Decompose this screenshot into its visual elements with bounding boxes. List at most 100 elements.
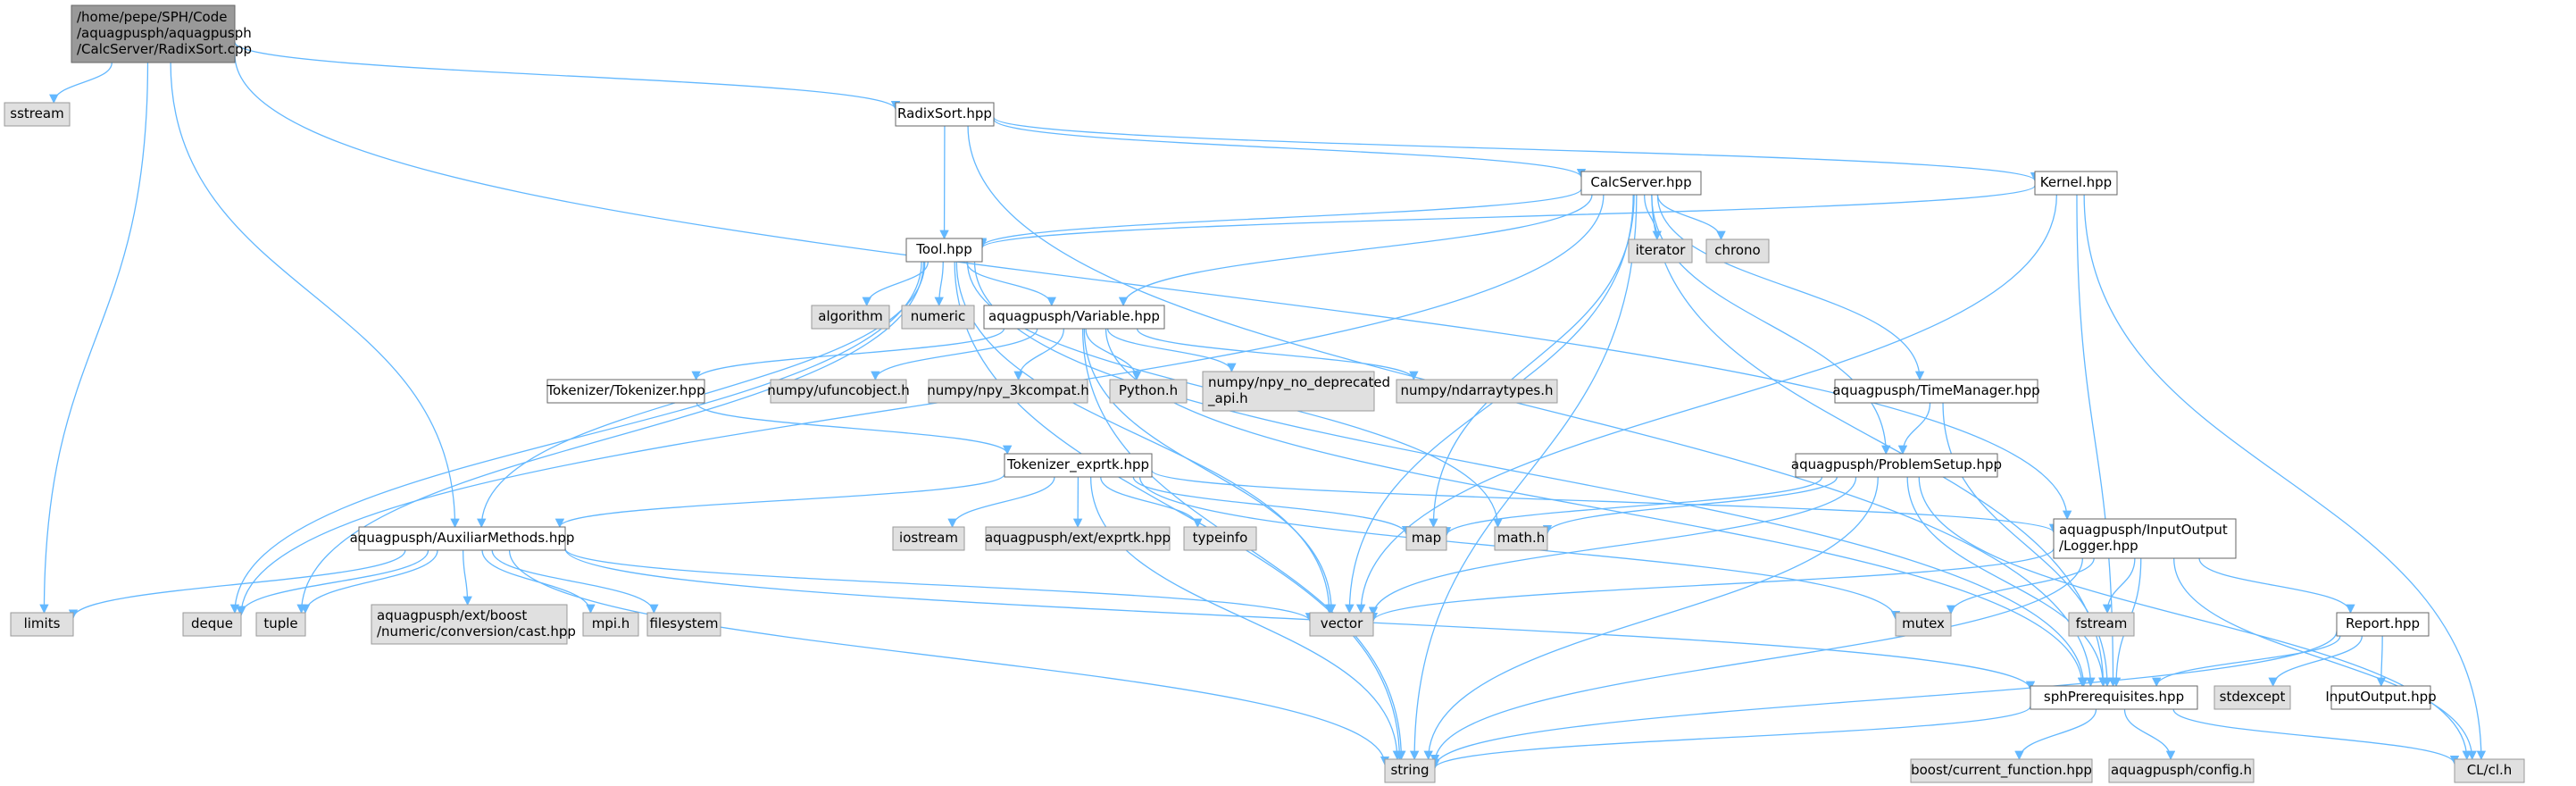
node-stdexcept: stdexcept: [2213, 685, 2291, 710]
node-iostream: iostream: [892, 526, 965, 551]
node-box-tool[interactable]: [905, 238, 983, 263]
node-sphprereq[interactable]: sphPrerequisites.hpp: [2030, 685, 2198, 710]
node-label-ndarraytypes-0: numpy/ndarraytypes.h: [1400, 382, 1553, 398]
edge-problemsetup-to-string: [1423, 476, 1879, 761]
edge-root-to-sstream: [49, 62, 113, 105]
node-label-stdexcept-0: stdexcept: [2220, 689, 2286, 705]
node-box-root[interactable]: [71, 4, 236, 63]
edge-exprtk-to-typeinfo: [1100, 476, 1203, 529]
node-fstream: fstream: [2068, 612, 2135, 637]
node-label-tool-0: Tool.hpp: [915, 241, 971, 257]
node-box-logger[interactable]: [2053, 518, 2237, 559]
node-label-calcserver-0: CalcServer.hpp: [1590, 174, 1691, 190]
node-box-map: [1405, 526, 1447, 551]
node-label-timemanager-0: aquagpusph/TimeManager.hpp: [1832, 382, 2039, 398]
node-box-report[interactable]: [2336, 612, 2430, 637]
node-root[interactable]: /home/pepe/SPH/Code/aquagpusph/aquagpusp…: [71, 4, 252, 63]
node-label-tuple-0: tuple: [263, 615, 297, 631]
edge-radixsort-to-sphprereq: [967, 125, 2096, 688]
node-box-extexprtk: [985, 526, 1171, 551]
node-variable[interactable]: aquagpusph/Variable.hpp: [983, 305, 1165, 330]
edge-calcserver-to-deque: [236, 194, 1605, 617]
node-label-tokenizer-0: Tokenizer/Tokenizer.hpp: [546, 382, 704, 398]
edge-report-to-stdexcept: [2268, 635, 2363, 688]
edge-root-to-auxiliar: [170, 62, 460, 529]
node-calcserver[interactable]: CalcServer.hpp: [1580, 171, 1702, 196]
node-exprtk[interactable]: Tokenizer_exprtk.hpp: [1004, 453, 1153, 478]
node-logger[interactable]: aquagpusph/InputOutput/Logger.hpp: [2053, 518, 2237, 559]
node-box-radixsort[interactable]: [895, 102, 995, 127]
edge-layer: [39, 42, 2487, 770]
edge-exprtk-to-logger: [1151, 470, 2058, 534]
node-mutex: mutex: [1895, 612, 1952, 637]
node-box-problemsetup[interactable]: [1795, 453, 1998, 478]
node-chrono: chrono: [1705, 238, 1770, 263]
node-label-limits-0: limits: [24, 615, 61, 631]
node-label-mutex-0: mutex: [1902, 615, 1945, 631]
node-box-chrono: [1705, 238, 1770, 263]
node-label-mathh-0: math.h: [1497, 530, 1545, 546]
edge-variable-to-ufuncobject: [871, 328, 1038, 381]
node-label-variable-0: aquagpusph/Variable.hpp: [988, 308, 1160, 324]
node-box-sphprereq[interactable]: [2030, 685, 2198, 710]
node-box-numeric: [901, 305, 975, 330]
node-timemanager[interactable]: aquagpusph/TimeManager.hpp: [1832, 379, 2040, 404]
node-tuple: tuple: [255, 612, 306, 637]
edge-calcserver-to-problemsetup: [1651, 194, 1891, 456]
node-box-iostream: [892, 526, 965, 551]
node-box-inputoutput[interactable]: [2330, 685, 2431, 710]
node-label-exprtk-0: Tokenizer_exprtk.hpp: [1006, 456, 1149, 473]
node-kernel[interactable]: Kernel.hpp: [2034, 171, 2118, 196]
node-box-config: [2108, 758, 2255, 783]
node-label-logger-1: /Logger.hpp: [2059, 538, 2138, 554]
edge-tool-to-variable: [966, 261, 1056, 307]
node-sstream: sstream: [4, 102, 71, 127]
edge-logger-to-mutex: [1946, 557, 2095, 615]
node-label-filesystem-0: filesystem: [649, 615, 718, 631]
node-label-string-0: string: [1390, 762, 1429, 778]
node-typeinfo: typeinfo: [1183, 526, 1257, 551]
node-tool[interactable]: Tool.hpp: [905, 238, 983, 263]
edge-problemsetup-to-vector: [1368, 476, 1857, 616]
node-inputoutput[interactable]: InputOutput.hpp: [2325, 685, 2437, 710]
edge-root-to-logger: [234, 54, 2072, 521]
node-extexprtk: aquagpusph/ext/exprtk.hpp: [985, 526, 1171, 551]
edge-auxiliar-to-tuple: [300, 549, 438, 615]
node-box-calcserver[interactable]: [1580, 171, 1702, 196]
node-box-variable[interactable]: [983, 305, 1165, 330]
node-label-vector-0: vector: [1321, 615, 1363, 631]
node-iterator: iterator: [1628, 238, 1693, 263]
edge-logger-to-string: [1430, 557, 2084, 765]
node-label-sstream-0: sstream: [10, 105, 63, 121]
node-label-extexprtk-0: aquagpusph/ext/exprtk.hpp: [985, 530, 1171, 546]
node-tokenizer[interactable]: Tokenizer/Tokenizer.hpp: [546, 379, 705, 404]
node-box-tokenizer[interactable]: [546, 379, 705, 404]
node-box-kernel[interactable]: [2034, 171, 2118, 196]
edge-logger-to-report: [2198, 557, 2355, 615]
node-clh: CL/cl.h: [2454, 758, 2525, 783]
node-box-auxiliar[interactable]: [358, 526, 566, 551]
node-box-timemanager[interactable]: [1834, 379, 2038, 404]
edge-kernel-to-clh: [2083, 194, 2487, 761]
node-report[interactable]: Report.hpp: [2336, 612, 2430, 637]
node-label-iostream-0: iostream: [899, 530, 958, 546]
edge-calcserver-to-chrono: [1656, 194, 1726, 241]
node-label-inputoutput-0: InputOutput.hpp: [2325, 689, 2436, 705]
node-problemsetup[interactable]: aquagpusph/ProblemSetup.hpp: [1791, 453, 2002, 478]
edge-auxiliar-to-string: [508, 549, 1390, 766]
node-label-fstream-0: fstream: [2076, 615, 2128, 631]
node-box-exprtk[interactable]: [1004, 453, 1153, 478]
node-label-deque-0: deque: [191, 615, 233, 631]
node-box-mathh: [1494, 526, 1548, 551]
edge-tool-to-algorithm: [862, 261, 929, 307]
node-box-vector: [1309, 612, 1374, 637]
node-box-npydep: [1202, 371, 1375, 412]
edge-exprtk-to-auxiliar: [554, 473, 1005, 529]
edge-exprtk-to-iostream: [947, 476, 1055, 529]
node-box-iterator: [1628, 238, 1693, 263]
node-radixsort[interactable]: RadixSort.hpp: [895, 102, 995, 127]
node-auxiliar[interactable]: aquagpusph/AuxiliarMethods.hpp: [350, 526, 575, 551]
node-label-root-0: /home/pepe/SPH/Code: [77, 9, 228, 25]
node-box-filesystem: [646, 612, 721, 637]
